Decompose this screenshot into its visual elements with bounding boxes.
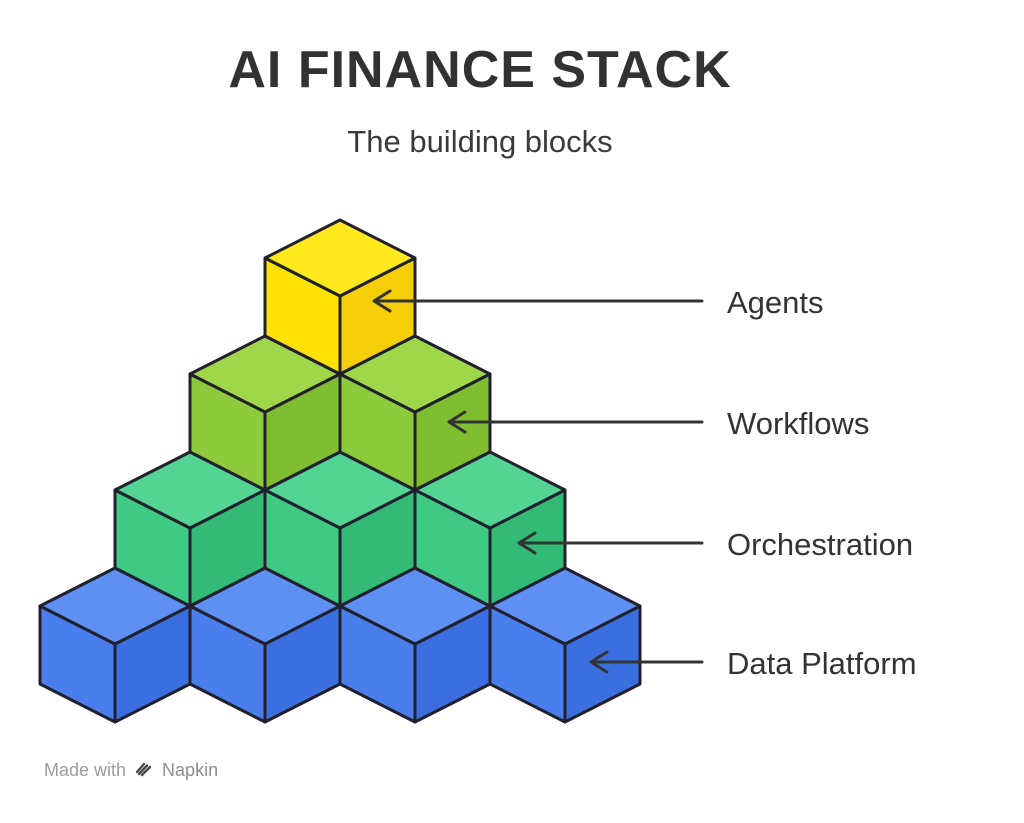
page-subtitle: The building blocks: [347, 124, 613, 159]
callout-data-platform: Data Platform: [589, 646, 917, 681]
cube-agents-1: [263, 218, 417, 376]
orchestration-label: Orchestration: [727, 527, 913, 562]
cube-orchestration-1: [113, 450, 267, 608]
callout-workflows: Workflows: [447, 406, 869, 441]
workflows-label: Workflows: [727, 406, 869, 441]
callout-agents: Agents: [372, 285, 824, 320]
page-title: AI FINANCE STACK: [228, 41, 732, 99]
cube-workflows-2: [338, 334, 492, 492]
cube-top-face: [263, 218, 417, 298]
napkin-logo-icon: [134, 758, 154, 783]
agents-arrow-head-icon: [372, 289, 392, 313]
data-platform-arrow-head-icon: [589, 650, 609, 674]
orchestration-arrow-head-icon: [517, 531, 537, 555]
napkin-brand-text: Napkin: [162, 760, 219, 780]
cube-data-platform-1: [38, 566, 192, 724]
made-with-text: Made with: [44, 760, 127, 780]
callout-orchestration: Orchestration: [517, 527, 913, 562]
data-platform-label: Data Platform: [727, 646, 917, 681]
agents-label: Agents: [727, 285, 824, 320]
footer-credit: Made with Napkin: [44, 758, 218, 783]
workflows-arrow-head-icon: [447, 410, 467, 434]
